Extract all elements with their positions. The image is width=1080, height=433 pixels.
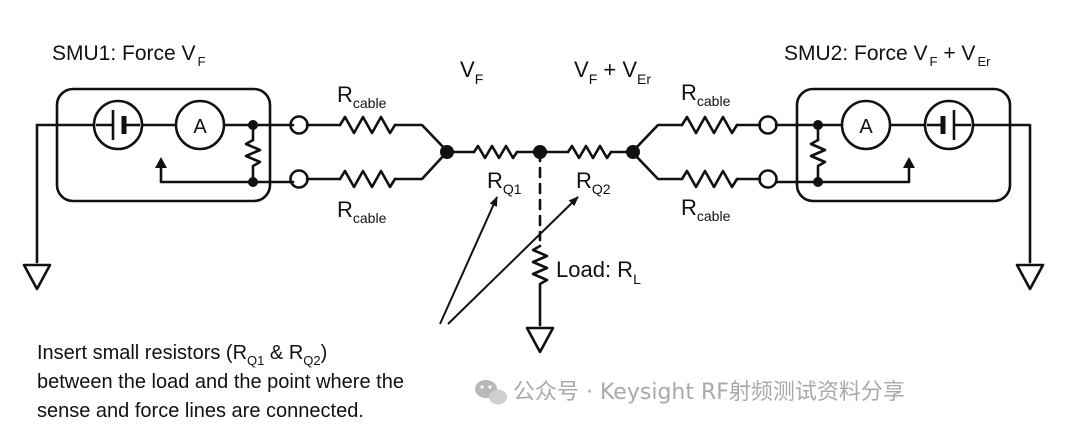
smu1-feedback-arrow [155,157,167,168]
smu2-sense-terminal [758,169,778,189]
smu1-sense-terminal [289,169,309,189]
rq2-resistor [566,144,613,160]
note-line-2: between the load and the point where the [37,371,404,393]
smu1-ammeter-label: A [193,116,207,138]
smu2-ammeter-label: A [859,116,873,138]
smu2-sense-junction [813,177,823,187]
smu1-box [55,87,272,203]
node-vf-er [626,145,640,159]
r-cable-bottom-left [338,169,397,189]
smu2-ammeter [840,99,892,151]
load-label: Load: RL [556,257,641,287]
smu2-force-terminal [758,115,778,135]
smu2-box [795,87,1012,203]
vf-label: VF [460,57,483,87]
ground-right-icon [1015,263,1045,291]
pointer-arrow-rq1 [439,196,498,325]
smu2-feedback-arrow [903,157,915,168]
ground-load-icon [525,326,555,354]
r-cable-top-left [338,115,397,135]
smu2-sense-resistor [809,138,827,184]
r-cable-top-right [680,115,739,135]
ground-left-icon [22,263,52,291]
node-load [533,145,547,159]
note-line-3: sense and force lines are connected. [37,400,364,422]
r-cable-top-right-label: Rcable [681,80,731,109]
r-cable-bottom-right [680,169,739,189]
r-cable-top-left-label: Rcable [337,82,387,111]
smu1-sense-resistor [244,138,262,184]
r-cable-bottom-right-label: Rcable [681,195,731,224]
rq2-label: RQ2 [576,168,611,197]
pointer-arrow-rq2 [447,196,579,325]
node-vf [440,145,454,159]
smu2-force-junction [813,120,823,130]
smu1-voltage-source [92,99,144,151]
smu1-ammeter [174,99,226,151]
smu1-sense-junction [248,177,258,187]
load-resistor [531,244,549,327]
watermark-text: 公众号 · Keysight RF射频测试资料分享 [513,380,905,405]
r-cable-bottom-left-label: Rcable [337,197,387,226]
smu1-force-junction [248,120,258,130]
rq1-resistor [472,144,519,160]
smu2-voltage-source [923,99,975,151]
rq1-label: RQ1 [487,168,522,197]
note-line-1: Insert small resistors (RQ1 & RQ2) [37,342,327,368]
wechat-logo [475,380,507,405]
vf-er-label: VF + VEr [574,57,651,87]
